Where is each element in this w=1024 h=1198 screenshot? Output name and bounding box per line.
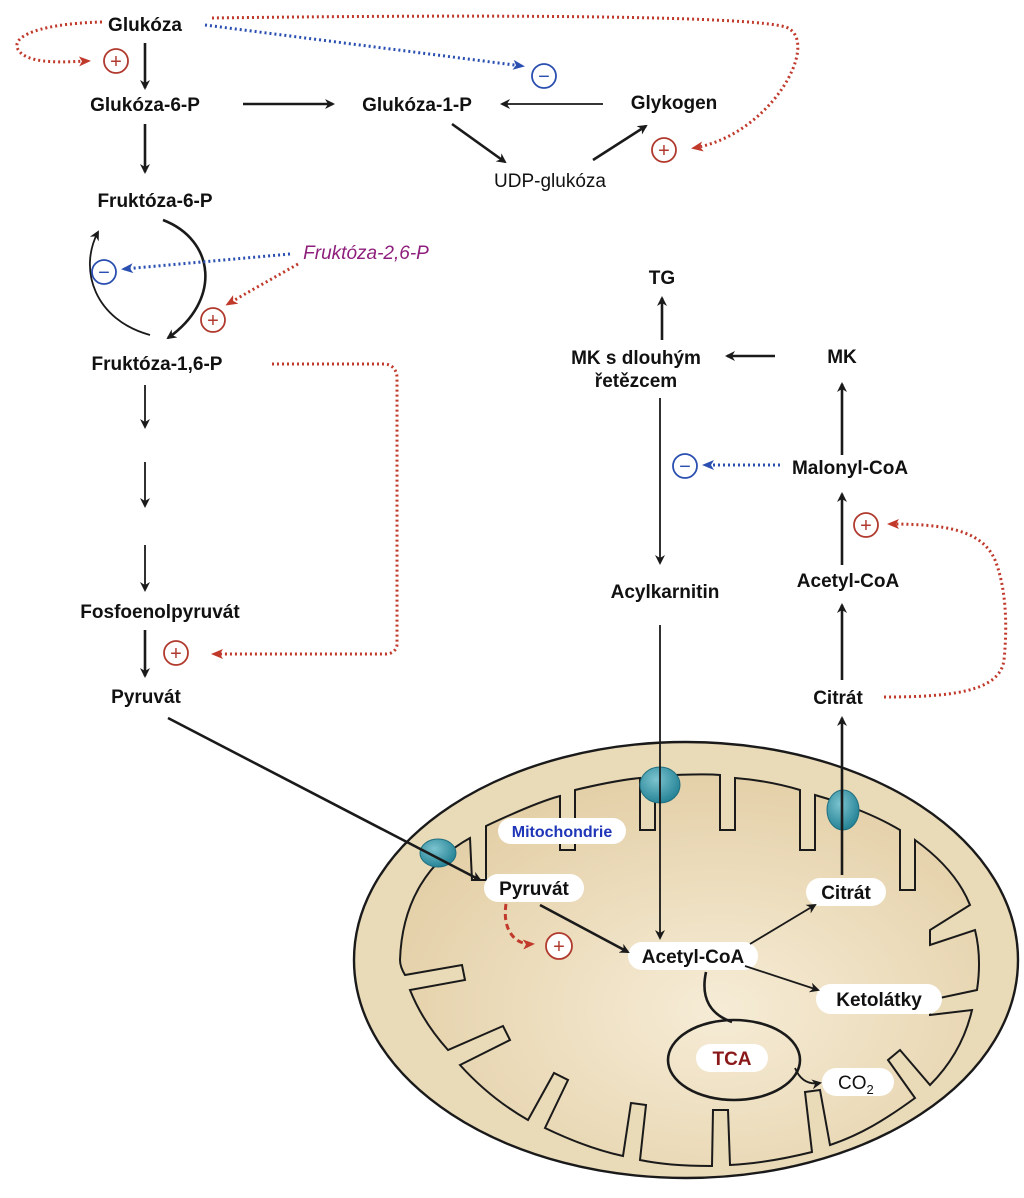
node-pyruvat: Pyruvát bbox=[111, 687, 181, 708]
plus-icon bbox=[545, 932, 573, 960]
minus-icon bbox=[672, 453, 698, 479]
node-fruktoza-1-6-p: Fruktóza-1,6-P bbox=[92, 354, 223, 375]
glycogen-branch: Glukóza-1-P Glykogen UDP-glukóza bbox=[243, 93, 717, 192]
svg-text:+: + bbox=[110, 51, 122, 73]
svg-text:+: + bbox=[170, 643, 182, 665]
node-fruktoza-2-6-p: Fruktóza-2,6-P bbox=[303, 243, 429, 264]
node-citrat-cytosol: Citrát bbox=[813, 688, 863, 709]
node-udp-glukoza: UDP-glukóza bbox=[494, 171, 606, 192]
node-fosfoenolpyruvat: Fosfoenolpyruvát bbox=[80, 602, 240, 623]
minus-icon bbox=[91, 259, 117, 285]
label-mitochondrie: Mitochondrie bbox=[512, 824, 613, 841]
plus-icon bbox=[651, 137, 677, 163]
co2-pill bbox=[822, 1068, 894, 1096]
node-glukoza-6-p: Glukóza-6-P bbox=[90, 95, 200, 116]
node-fruktoza-6-p: Fruktóza-6-P bbox=[97, 191, 212, 212]
mito-title-pill bbox=[498, 818, 626, 844]
plus-icon bbox=[200, 307, 226, 333]
svg-text:−: − bbox=[98, 262, 110, 284]
svg-text:−: − bbox=[538, 66, 550, 88]
mitochondrial-matrix: Mitochondrie Pyruvát Citrát Acetyl-CoA K… bbox=[484, 818, 942, 1102]
svg-text:+: + bbox=[553, 936, 565, 958]
svg-text:+: + bbox=[658, 140, 670, 162]
regulation-symbols: + − + − + + − + + bbox=[91, 48, 879, 960]
glycolysis-pathway: Glukóza Glukóza-6-P Fruktóza-6-P Fruktóz… bbox=[80, 15, 482, 882]
tca-pill bbox=[696, 1044, 768, 1072]
node-acylkarnitin: Acylkarnitin bbox=[611, 582, 720, 603]
regulation: Fruktóza-2,6-P bbox=[15, 14, 1008, 699]
acetylcoa-mito-pill bbox=[628, 942, 758, 970]
node-pyruvat-mito: Pyruvát bbox=[499, 879, 569, 900]
node-acetyl-coa-mito: Acetyl-CoA bbox=[642, 947, 745, 968]
svg-text:−: − bbox=[679, 456, 691, 478]
node-citrat-mito: Citrát bbox=[821, 883, 871, 904]
node-mk-dlouhy-1: MK s dlouhým bbox=[571, 348, 701, 369]
fatty-acid-pathway: TG MK s dlouhým řetězcem MK Malonyl-CoA … bbox=[571, 268, 908, 940]
tca-cycle bbox=[666, 1018, 802, 1102]
minus-icon bbox=[531, 63, 557, 89]
citrat-mito-pill bbox=[806, 878, 886, 906]
ketolatky-pill bbox=[816, 984, 942, 1014]
node-acetyl-coa-cytosol: Acetyl-CoA bbox=[797, 571, 900, 592]
node-mk: MK bbox=[827, 347, 857, 368]
node-glykogen: Glykogen bbox=[631, 93, 718, 114]
svg-text:+: + bbox=[860, 515, 872, 537]
svg-text:+: + bbox=[207, 310, 219, 332]
node-tg: TG bbox=[649, 268, 675, 289]
node-glukoza: Glukóza bbox=[108, 15, 182, 36]
node-ketolatky: Ketolátky bbox=[836, 990, 922, 1011]
node-glukoza-1-p: Glukóza-1-P bbox=[362, 95, 472, 116]
plus-icon bbox=[163, 640, 189, 666]
plus-icon bbox=[103, 48, 129, 74]
plus-icon bbox=[853, 512, 879, 538]
transporter-pyruvate bbox=[419, 838, 457, 868]
label-tca: TCA bbox=[712, 1049, 751, 1070]
pyruvat-mito-pill bbox=[484, 874, 584, 902]
node-mk-dlouhy-2: řetězcem bbox=[595, 371, 677, 392]
node-co2: CO2 bbox=[838, 1073, 874, 1097]
node-malonyl-coa: Malonyl-CoA bbox=[792, 458, 908, 479]
